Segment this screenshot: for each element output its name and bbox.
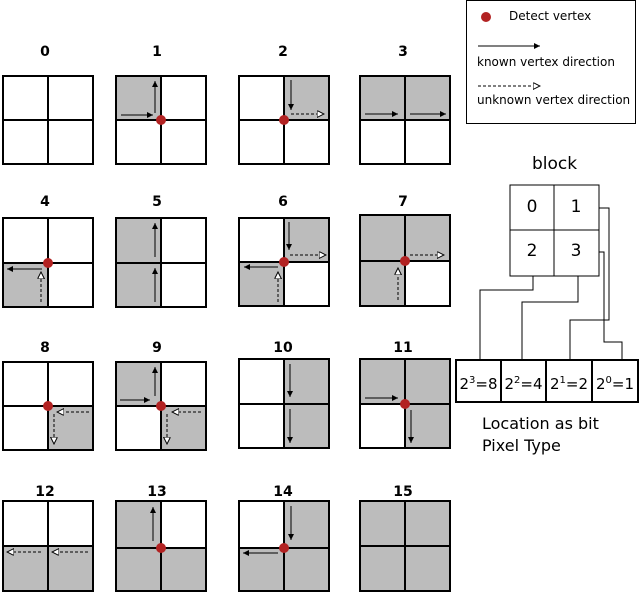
legend-known: known vertex direction xyxy=(477,55,615,69)
connector-lines xyxy=(479,207,623,360)
block-quadrant-2: 2 xyxy=(526,241,538,261)
type-label-10: 10 xyxy=(273,340,293,356)
pixel-type-15 xyxy=(359,500,451,592)
vertex-dot xyxy=(156,401,166,411)
pixel-type-7 xyxy=(359,214,451,307)
bit-cell-1: 20=1 xyxy=(595,375,635,393)
vertex-dot xyxy=(156,115,166,125)
type-label-3: 3 xyxy=(398,44,408,60)
type-label-9: 9 xyxy=(152,340,162,356)
type-label-0: 0 xyxy=(40,44,50,60)
pixel-type-13 xyxy=(115,500,207,592)
pixel-type-0 xyxy=(2,75,94,165)
vertex-dot xyxy=(43,258,53,268)
vertex-dot xyxy=(279,257,289,267)
pixel-type-6 xyxy=(238,217,330,307)
type-label-1: 1 xyxy=(152,44,162,60)
vertex-dot xyxy=(279,115,289,125)
bit-cell-2: 21=2 xyxy=(549,375,589,393)
vertex-dot xyxy=(43,401,53,411)
pixel-type-2 xyxy=(238,75,330,165)
type-label-12: 12 xyxy=(35,484,55,500)
type-label-8: 8 xyxy=(40,340,50,356)
legend: Detect vertex known vertex direction unk… xyxy=(466,0,636,124)
bit-cell-8: 23=8 xyxy=(459,375,498,393)
type-label-13: 13 xyxy=(147,484,167,500)
block-quadrant-3: 3 xyxy=(570,241,582,261)
pixel-type-8 xyxy=(2,361,94,451)
type-label-7: 7 xyxy=(398,194,408,210)
caption-location-bit: Location as bit xyxy=(482,414,599,433)
type-label-5: 5 xyxy=(152,194,162,210)
legend-vertex-dot xyxy=(481,12,491,22)
pixel-type-14 xyxy=(238,500,330,592)
bit-table xyxy=(455,359,639,403)
block-grid xyxy=(509,184,600,277)
block-quadrant-0: 0 xyxy=(526,197,538,217)
block-quadrant-1: 1 xyxy=(570,197,582,217)
vertex-dot xyxy=(279,543,289,553)
pixel-type-11 xyxy=(359,358,451,449)
pixel-type-3 xyxy=(359,75,451,165)
type-label-14: 14 xyxy=(273,484,293,500)
legend-unknown: unknown vertex direction xyxy=(477,93,631,107)
pixel-type-1 xyxy=(115,75,207,165)
legend-detect-vertex: Detect vertex xyxy=(509,9,592,23)
vertex-dot xyxy=(400,256,410,266)
pixel-type-4 xyxy=(2,217,94,308)
pixel-type-9 xyxy=(115,361,207,451)
block-title: block xyxy=(532,154,578,174)
type-label-15: 15 xyxy=(393,484,413,500)
bit-cell-4: 22=4 xyxy=(504,375,543,393)
pixel-type-12 xyxy=(2,500,94,592)
type-label-6: 6 xyxy=(278,194,288,210)
vertex-dot xyxy=(400,399,410,409)
caption-pixel-type: Pixel Type xyxy=(482,436,561,455)
pixel-type-5 xyxy=(115,217,207,308)
type-label-2: 2 xyxy=(278,44,288,60)
type-label-11: 11 xyxy=(393,340,413,356)
vertex-dot xyxy=(156,543,166,553)
type-label-4: 4 xyxy=(40,194,50,210)
pixel-type-10 xyxy=(238,358,330,449)
